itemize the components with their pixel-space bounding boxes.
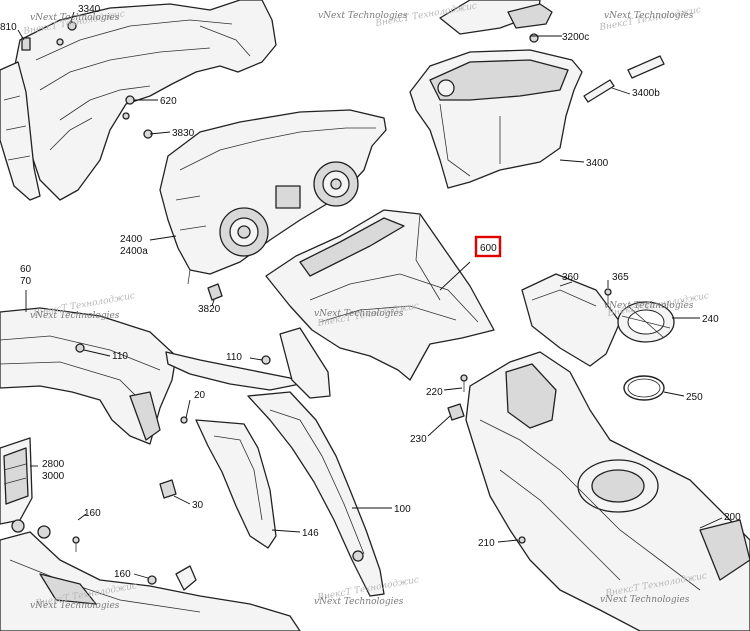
fastener-810[interactable] xyxy=(21,37,31,51)
watermark: vNext Technologies xyxy=(30,601,120,611)
watermark: vNext Technologies xyxy=(30,311,120,321)
fastener-220[interactable] xyxy=(460,374,468,392)
label-3830[interactable]: 3830 xyxy=(172,128,195,139)
label-110-left[interactable]: 110 xyxy=(112,351,128,362)
side-trim-146-part[interactable] xyxy=(195,419,277,549)
watermark: vNext Technologies xyxy=(314,597,404,607)
leader-lines xyxy=(17,11,723,579)
label-3200c[interactable]: 3200c xyxy=(562,32,589,43)
label-220[interactable]: 220 xyxy=(426,387,443,398)
label-30[interactable]: 30 xyxy=(192,500,204,511)
strip-3400b[interactable] xyxy=(583,55,665,103)
grommets-part[interactable] xyxy=(11,519,51,539)
storage-bin-part[interactable] xyxy=(409,49,583,189)
ring-250-part[interactable] xyxy=(623,375,665,401)
label-2800[interactable]: 2800 xyxy=(42,459,65,470)
center-bracket-part[interactable] xyxy=(165,327,331,399)
fastener-160-upper[interactable] xyxy=(72,536,80,552)
label-3400b[interactable]: 3400b xyxy=(632,88,660,99)
label-810[interactable]: 810 xyxy=(0,22,17,33)
fastener-3820[interactable] xyxy=(207,283,223,301)
label-110-center[interactable]: 110 xyxy=(226,352,242,363)
watermark: vNext Technologies xyxy=(604,301,694,311)
part-labels: 3340 810 3200c 620 3830 3400b 3400 2400 … xyxy=(0,4,741,580)
label-2400a[interactable]: 2400a xyxy=(120,246,148,257)
label-600[interactable]: 600 xyxy=(480,243,497,254)
watermark: vNext Technologies xyxy=(604,11,694,21)
watermark: vNext Technologies xyxy=(600,595,690,605)
ring-240-part[interactable] xyxy=(617,301,675,343)
fastener-230[interactable] xyxy=(447,403,465,421)
label-3820[interactable]: 3820 xyxy=(198,304,221,315)
lower-left-footwell-part[interactable] xyxy=(0,531,301,631)
label-360[interactable]: 360 xyxy=(562,272,579,283)
highlight-box xyxy=(474,235,502,258)
storage-lid-part[interactable] xyxy=(439,0,553,35)
watermark: vNext Technologies xyxy=(314,309,404,319)
label-20[interactable]: 20 xyxy=(194,390,206,401)
label-3340[interactable]: 3340 xyxy=(78,4,101,15)
label-100[interactable]: 100 xyxy=(394,504,411,515)
label-160-lower[interactable]: 160 xyxy=(114,569,131,580)
fastener-365[interactable] xyxy=(604,288,612,304)
fastener-160-lower[interactable] xyxy=(147,565,197,591)
label-210[interactable]: 210 xyxy=(478,538,495,549)
left-side-panel-part[interactable] xyxy=(0,307,177,445)
label-200[interactable]: 200 xyxy=(724,512,741,523)
fastener-20[interactable] xyxy=(180,416,188,424)
label-146[interactable]: 146 xyxy=(302,528,319,539)
label-3000[interactable]: 3000 xyxy=(42,471,65,482)
fastener-110-center[interactable] xyxy=(261,355,271,365)
headlight-assembly-part[interactable] xyxy=(159,109,387,285)
left-fairing-edge-part[interactable] xyxy=(0,61,41,201)
label-230[interactable]: 230 xyxy=(410,434,427,445)
label-620[interactable]: 620 xyxy=(160,96,177,107)
fastener-3200c[interactable] xyxy=(529,33,539,43)
label-160-upper[interactable]: 160 xyxy=(84,508,101,519)
label-250[interactable]: 250 xyxy=(686,392,703,403)
label-60[interactable]: 60 xyxy=(20,264,32,275)
fastener-110-left[interactable] xyxy=(75,343,85,353)
front-fairing-part[interactable] xyxy=(9,0,277,201)
label-365[interactable]: 365 xyxy=(612,272,629,283)
label-3400[interactable]: 3400 xyxy=(586,158,609,169)
lower-left-bracket-part[interactable] xyxy=(0,437,33,525)
fastener-210[interactable] xyxy=(518,536,526,544)
label-70[interactable]: 70 xyxy=(20,276,32,287)
cover-360-part[interactable] xyxy=(521,273,621,367)
watermark: vNext Technologies xyxy=(318,11,408,21)
center-rail-100-part[interactable] xyxy=(247,391,385,597)
inner-panel-600-part[interactable] xyxy=(265,209,495,381)
fastener-30[interactable] xyxy=(159,479,177,499)
right-console-part[interactable] xyxy=(465,351,750,631)
label-2400[interactable]: 2400 xyxy=(120,234,143,245)
fastener-620[interactable] xyxy=(122,95,135,120)
watermark: vNext Technologies xyxy=(30,13,120,23)
label-240[interactable]: 240 xyxy=(702,314,719,325)
